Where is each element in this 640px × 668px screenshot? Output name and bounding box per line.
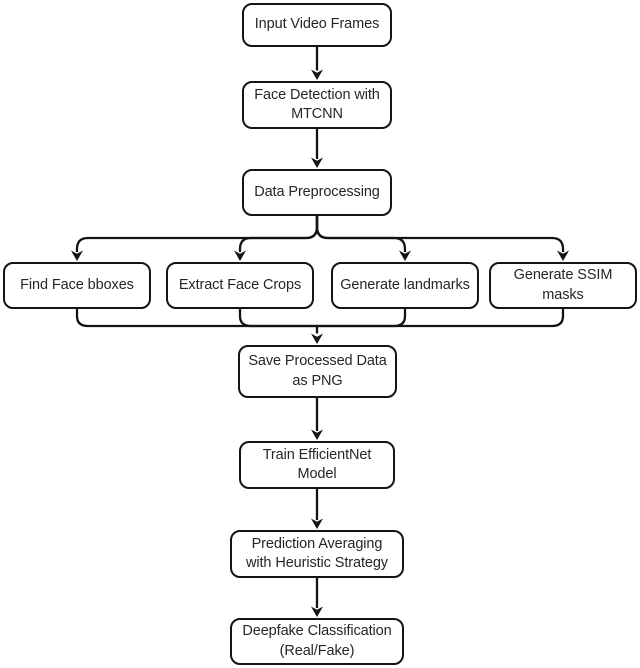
node-face-detection-mtcnn: Face Detection with MTCNN — [242, 81, 392, 129]
arrowhead-icon — [311, 429, 323, 440]
node-data-preprocessing: Data Preprocessing — [242, 169, 392, 216]
connector-crops-to-save — [238, 309, 317, 328]
arrowhead-icon — [234, 250, 246, 261]
arrowhead-icon — [557, 250, 569, 261]
node-deepfake-classification: Deepfake Classification (Real/Fake) — [230, 618, 404, 665]
connector-landmarks-to-save — [317, 309, 407, 328]
arrowhead-icon — [311, 333, 323, 344]
connector-preprocessing-to-landmarks — [315, 216, 407, 252]
node-save-processed-data: Save Processed Data as PNG — [238, 345, 397, 398]
node-generate-landmarks: Generate landmarks — [331, 262, 479, 309]
arrowhead-icon — [311, 157, 323, 168]
arrowhead-icon — [399, 250, 411, 261]
node-label: Prediction Averaging with Heuristic Stra… — [246, 535, 388, 572]
node-label: Deepfake Classification (Real/Fake) — [242, 623, 392, 659]
arrowhead-icon — [311, 518, 323, 529]
node-label: Generate SSIM masks — [513, 267, 613, 303]
node-label: Data Preprocessing — [254, 183, 380, 200]
connector-preprocessing-to-crops — [238, 216, 319, 252]
node-prediction-averaging: Prediction Averaging with Heuristic Stra… — [230, 530, 404, 578]
node-label: Input Video Frames — [254, 16, 380, 33]
arrowhead-icon — [311, 69, 323, 80]
node-label: Save Processed Data as PNG — [248, 353, 387, 389]
node-label: Face Detection with MTCNN — [254, 86, 380, 123]
node-label: Generate landmarks — [340, 276, 470, 293]
connector-preprocessing-to-bboxes — [75, 216, 319, 252]
node-label: Train EfficientNet Model — [262, 446, 372, 483]
node-label: Find Face bboxes — [20, 276, 134, 293]
node-find-face-bboxes: Find Face bboxes — [3, 262, 151, 309]
node-label: Extract Face Crops — [178, 276, 302, 293]
arrowhead-icon — [71, 250, 83, 261]
connector-preprocessing-to-ssim — [315, 216, 565, 252]
node-train-efficientnet: Train EfficientNet Model — [239, 441, 395, 489]
node-extract-face-crops: Extract Face Crops — [166, 262, 314, 309]
node-input-video-frames: Input Video Frames — [242, 3, 392, 47]
connector-ssim-to-save — [317, 309, 565, 328]
node-generate-ssim-masks: Generate SSIM masks — [489, 262, 637, 309]
arrowhead-icon — [311, 606, 323, 617]
connector-bboxes-to-save — [75, 309, 317, 328]
